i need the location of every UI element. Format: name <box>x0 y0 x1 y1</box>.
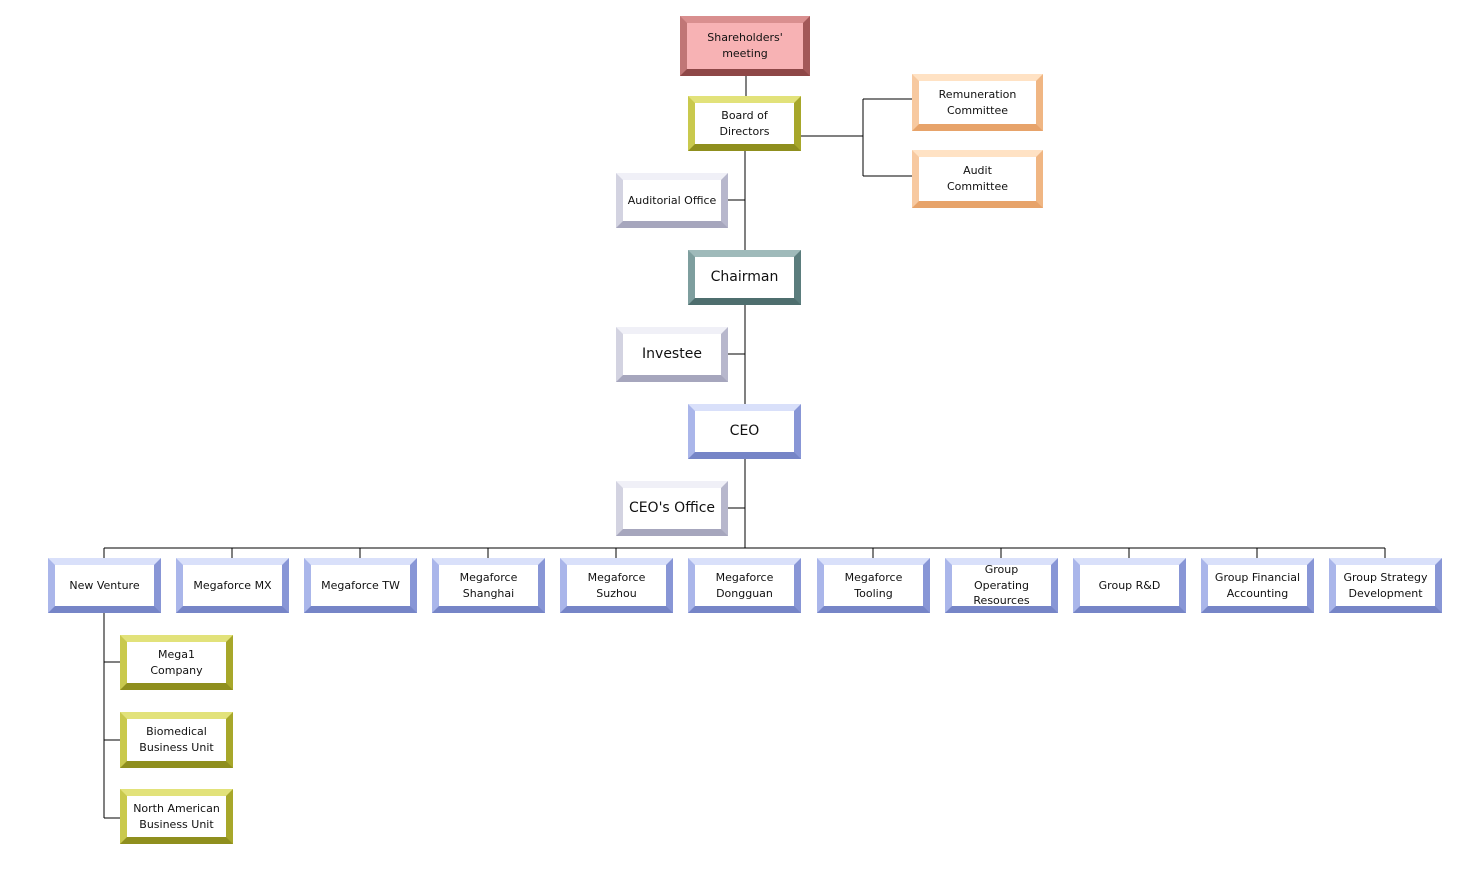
node-megaforce-tw: Megaforce TW <box>304 558 417 613</box>
node-investee: Investee <box>616 327 728 382</box>
node-group-strategy-development: Group Strategy Development <box>1329 558 1442 613</box>
node-megaforce-dongguan: Megaforce Dongguan <box>688 558 801 613</box>
node-chairman: Chairman <box>688 250 801 305</box>
node-group-operating-resources: Group Operating Resources <box>945 558 1058 613</box>
node-auditorial-office: Auditorial Office <box>616 173 728 228</box>
node-ceo-office: CEO's Office <box>616 481 728 536</box>
node-shareholders-meeting: Shareholders' meeting <box>680 16 810 76</box>
node-new-venture: New Venture <box>48 558 161 613</box>
node-board-of-directors: Board of Directors <box>688 96 801 151</box>
node-ceo: CEO <box>688 404 801 459</box>
node-megaforce-mx: Megaforce MX <box>176 558 289 613</box>
node-megaforce-shanghai: Megaforce Shanghai <box>432 558 545 613</box>
node-group-financial-accounting: Group Financial Accounting <box>1201 558 1314 613</box>
node-audit-committee: Audit Committee <box>912 150 1043 208</box>
node-north-american-business-unit: North American Business Unit <box>120 789 233 844</box>
node-biomedical-business-unit: Biomedical Business Unit <box>120 712 233 768</box>
node-megaforce-tooling: Megaforce Tooling <box>817 558 930 613</box>
node-remuneration-committee: Remuneration Committee <box>912 74 1043 131</box>
node-megaforce-suzhou: Megaforce Suzhou <box>560 558 673 613</box>
node-group-rd: Group R&D <box>1073 558 1186 613</box>
node-mega1-company: Mega1 Company <box>120 635 233 690</box>
